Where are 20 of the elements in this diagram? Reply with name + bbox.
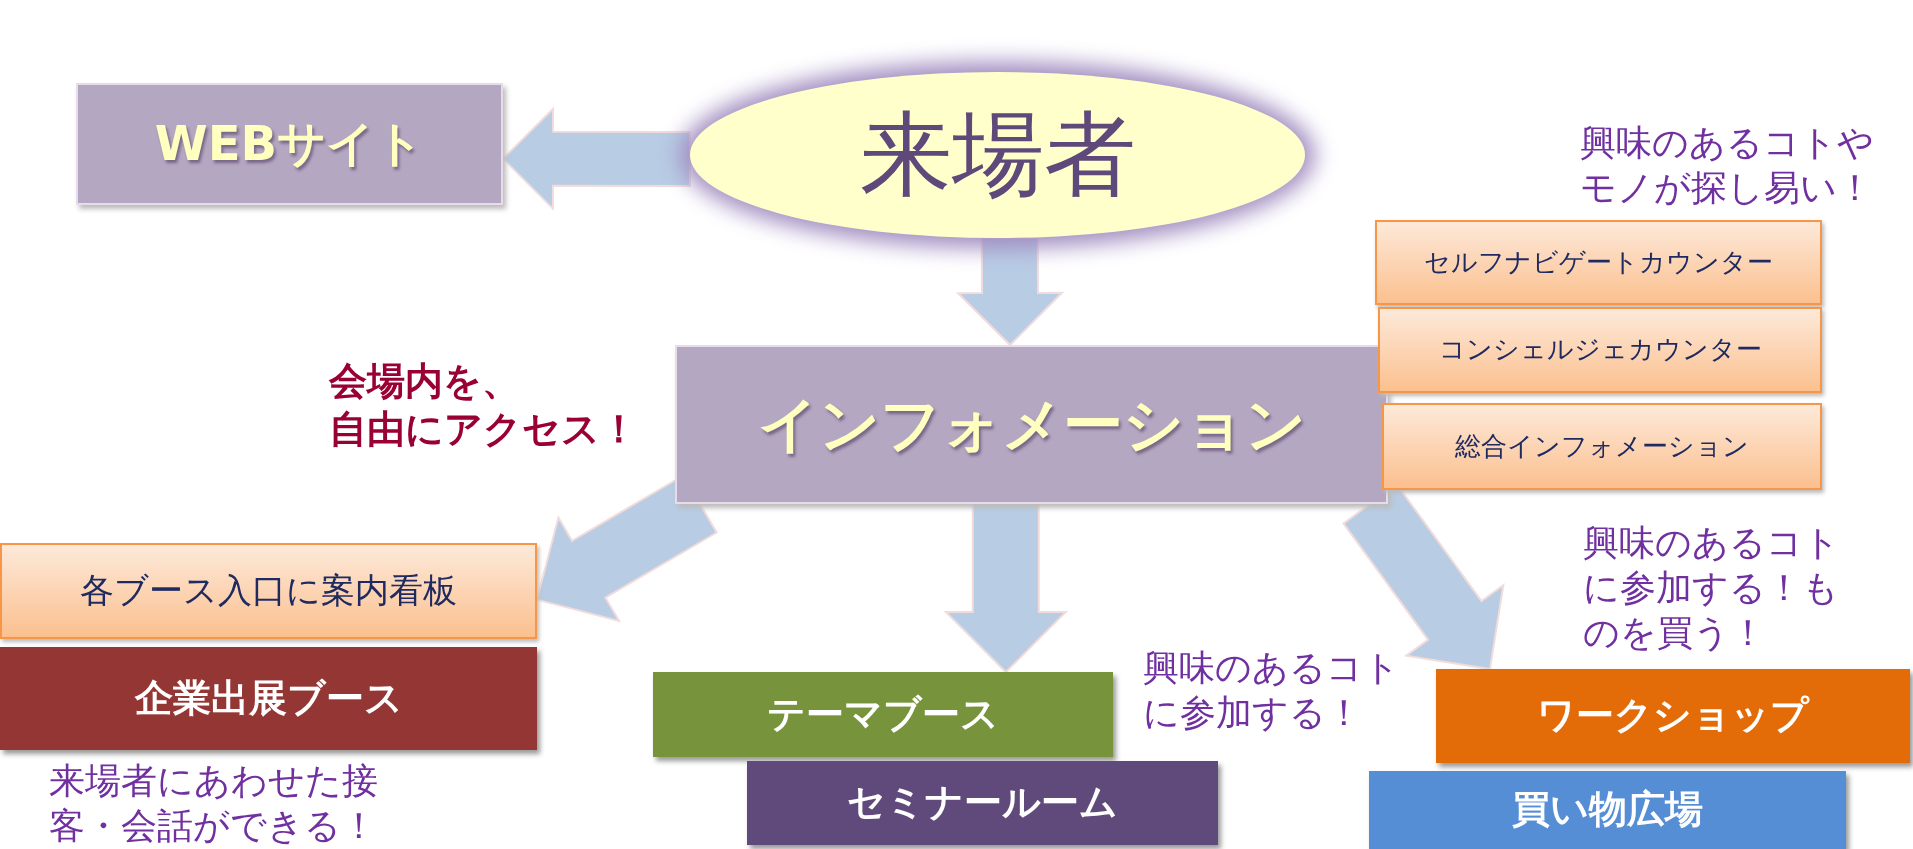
process-box: 買い物広場 — [1369, 771, 1846, 849]
note-text: 興味のあるコトに参加する！ — [1143, 646, 1401, 735]
process-box: セルフナビゲートカウンター — [1375, 220, 1822, 305]
process-box: WEBサイト — [76, 83, 503, 205]
process-box: セミナールーム — [747, 761, 1218, 845]
process-box: 企業出展ブース — [0, 647, 537, 750]
process-box: インフォメーション — [675, 345, 1388, 504]
process-box: ワークショップ — [1436, 669, 1910, 763]
process-box: コンシェルジェカウンター — [1378, 307, 1822, 393]
process-box: 総合インフォメーション — [1382, 403, 1822, 490]
note-text: 興味のあるコトやモノが探し易い！ — [1580, 121, 1875, 210]
note-text: 興味のあるコトに参加する！ものを買う！ — [1583, 521, 1841, 655]
note-text: 来場者にあわせた接客・会話ができる！ — [49, 759, 379, 848]
process-box: 各ブース入口に案内看板 — [0, 543, 537, 639]
ellipse: 来場者 — [690, 72, 1305, 238]
process-box: テーマブース — [653, 672, 1113, 757]
block-arrow — [501, 106, 691, 212]
block-arrow — [955, 236, 1065, 347]
note-text: 会場内を、自由にアクセス！ — [329, 358, 639, 453]
block-arrow — [943, 503, 1069, 674]
